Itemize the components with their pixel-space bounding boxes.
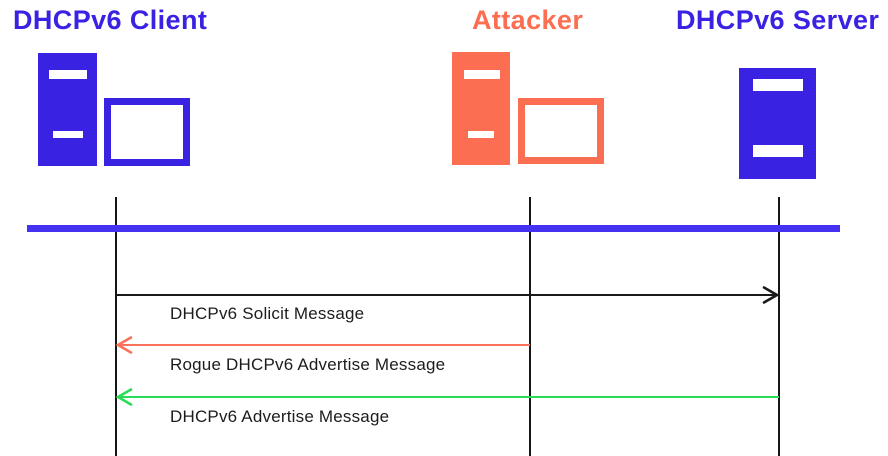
lifeline-attacker (529, 197, 531, 456)
advertise-message-label: DHCPv6 Advertise Message (170, 407, 390, 426)
server-slot (753, 79, 803, 91)
actor-label-server: DHCPv6 Server (676, 5, 880, 35)
server-tower-icon (739, 68, 816, 179)
actor-label-attacker: Attacker (472, 5, 584, 35)
attacker-tower-icon (452, 52, 510, 165)
attacker-monitor-icon (518, 98, 604, 164)
client-monitor-icon (104, 98, 190, 166)
tower-slot (464, 70, 500, 79)
advertise-arrowhead-icon (115, 388, 133, 406)
tower-slot (53, 131, 83, 138)
solicit-message-label: DHCPv6 Solicit Message (170, 304, 365, 323)
rogue-arrowhead-icon (115, 336, 133, 354)
rogue-advertise-message-label: Rogue DHCPv6 Advertise Message (170, 355, 446, 374)
client-tower-icon (38, 53, 97, 166)
tower-slot (468, 131, 494, 138)
server-slot (753, 145, 803, 157)
solicit-arrowhead-icon (762, 286, 780, 304)
lifeline-server (778, 197, 780, 456)
lifeline-client (115, 197, 117, 456)
rogue-advertise-arrow (115, 336, 530, 354)
tower-slot (49, 70, 87, 79)
timeline-bar (27, 225, 840, 232)
solicit-arrow (117, 286, 780, 304)
advertise-arrow (115, 388, 779, 406)
actor-label-client: DHCPv6 Client (13, 5, 208, 35)
